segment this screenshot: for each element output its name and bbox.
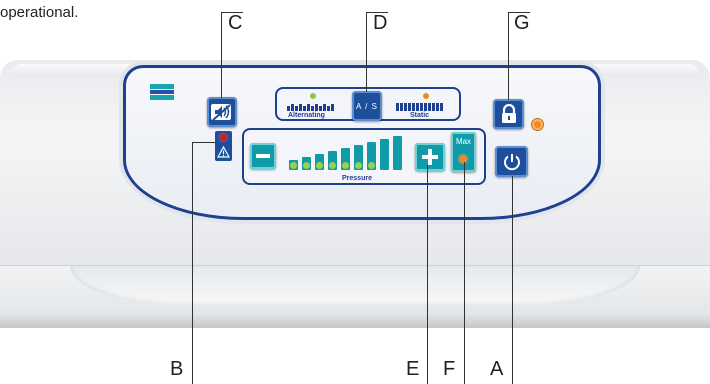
pressure-led [316, 162, 323, 169]
callout-c-line [221, 12, 222, 98]
pressure-bar [354, 145, 363, 170]
callout-e: E [406, 358, 420, 380]
brand-logo [150, 84, 174, 100]
callout-c: C [228, 12, 243, 34]
callout-c-tick [221, 12, 243, 13]
lock-icon [501, 104, 516, 123]
pressure-bar [380, 139, 389, 170]
callout-b: B [170, 358, 184, 380]
pressure-led [329, 162, 336, 169]
device-shadow [0, 314, 710, 328]
callout-d-line [366, 12, 367, 92]
as-button-label: A / S [356, 101, 378, 111]
speaker-mute-icon [211, 104, 231, 121]
pressure-decrease-button[interactable] [250, 143, 276, 169]
alarm-mute-button[interactable] [207, 97, 237, 127]
callout-b-line [192, 142, 193, 384]
pressure-control-panel [242, 128, 486, 185]
power-button[interactable] [495, 146, 528, 177]
device-recess [70, 266, 640, 306]
callout-g-tick [508, 12, 530, 13]
pressure-bar [328, 151, 337, 170]
callout-d-tick [366, 12, 388, 13]
callout-b-tick [192, 142, 215, 143]
pressure-led [355, 162, 362, 169]
alternating-static-button[interactable]: A / S [352, 91, 382, 121]
device-lower-panel [0, 265, 710, 328]
static-pattern-icon [396, 103, 443, 111]
callout-f: F [443, 358, 456, 380]
callout-g-line [508, 12, 509, 100]
callout-g: G [514, 12, 530, 34]
pressure-led [290, 162, 297, 169]
alternating-label: Alternating [288, 112, 325, 119]
callout-e-line [427, 165, 428, 384]
panel-lock-button[interactable] [493, 99, 524, 129]
static-label: Static [410, 112, 430, 119]
pressure-label: Pressure [342, 175, 372, 182]
static-mode-led [423, 93, 429, 99]
alternating-mode-led [310, 93, 316, 99]
alternating-pattern-icon [287, 104, 334, 111]
intro-text: operational. [0, 4, 79, 21]
callout-a-line [512, 176, 513, 384]
pressure-bar [393, 136, 402, 170]
pressure-led [342, 162, 349, 169]
max-pressure-button[interactable]: Max [451, 132, 476, 172]
pressure-bar [341, 148, 350, 170]
alarm-indicator [215, 131, 232, 161]
pressure-led [368, 162, 375, 169]
pressure-increase-button[interactable] [415, 143, 445, 171]
pressure-led [303, 162, 310, 169]
warning-triangle-icon [217, 146, 230, 158]
pressure-bar [367, 142, 376, 170]
max-label: Max [455, 137, 472, 146]
minus-icon [256, 154, 270, 158]
lock-indicator-led [532, 119, 543, 130]
max-led [459, 155, 467, 163]
alarm-led [220, 134, 227, 141]
callout-a: A [490, 358, 504, 380]
callout-d: D [373, 12, 388, 34]
plus-icon [422, 149, 438, 165]
callout-f-line [464, 162, 465, 384]
power-icon [503, 153, 520, 170]
